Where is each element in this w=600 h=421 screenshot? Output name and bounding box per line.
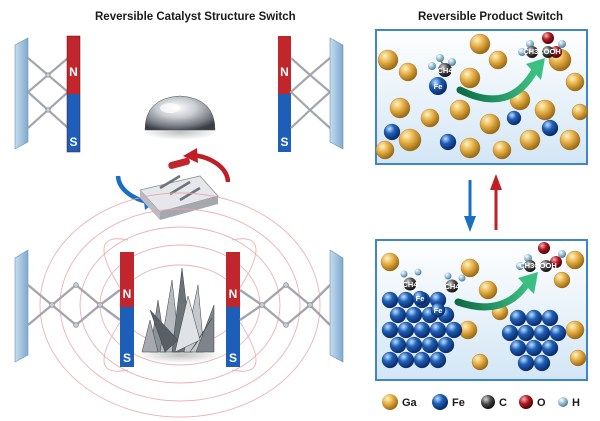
legend-item-c: C (481, 395, 507, 409)
south-pole-label: S (69, 135, 77, 149)
left-panel-title: Reversible Catalyst Structure Switch (95, 11, 296, 23)
ga-atoms-top (375, 33, 589, 160)
fe-cluster-bottom-left (381, 291, 463, 369)
legend-item-o: O (519, 395, 546, 409)
legend-item-fe: Fe (432, 394, 465, 410)
svg-text:Ga: Ga (402, 397, 418, 409)
magnet-assembly-bottom-left: N S (14, 249, 134, 367)
product-box-bottom: CH4 Fe CH4 Fe CH3COOH (375, 239, 588, 381)
reaction-arrow-top (456, 66, 539, 103)
svg-text:CH4: CH4 (444, 282, 460, 291)
switch-device (115, 148, 231, 220)
fe-label: Fe (434, 82, 443, 91)
svg-text:S: S (123, 351, 131, 365)
ch4-molecules-bottom: CH4 Fe CH4 Fe (400, 268, 466, 318)
ch4-molecule-top: CH4 Fe (428, 54, 456, 95)
svg-text:S: S (280, 135, 288, 149)
ch3cooh-label: CH3COOH (523, 47, 561, 56)
arrow-red-rotate (183, 148, 198, 163)
acetic-acid-molecule-top: CH3COOH (518, 32, 566, 58)
acetic-acid-molecule-bottom: CH3COOH (516, 242, 566, 272)
magnet-assembly-top-left: N S (14, 35, 81, 153)
product-box-top: CH4 Fe CH3COOH (375, 29, 589, 165)
svg-text:Fe: Fe (416, 294, 425, 303)
svg-text:O: O (537, 397, 546, 409)
atom-legend: Ga Fe C O H (382, 394, 580, 410)
right-panel-title: Reversible Product Switch (418, 11, 564, 23)
magnet-assembly-bottom-right: N S (226, 249, 344, 367)
svg-text:N: N (280, 65, 289, 79)
svg-text:C: C (499, 397, 507, 409)
magnet-assembly-top-right: N S (278, 36, 344, 152)
north-pole-label: N (69, 65, 78, 79)
reaction-arrow-bottom (454, 278, 532, 311)
ch4-label: CH4 (437, 66, 453, 75)
fe-atoms-top (383, 110, 559, 151)
svg-text:Fe: Fe (434, 306, 443, 315)
legend-item-h: H (558, 397, 580, 409)
legend-item-ga: Ga (382, 394, 418, 410)
svg-text:Fe: Fe (452, 397, 465, 409)
svg-text:CH4: CH4 (402, 280, 418, 289)
svg-text:S: S (229, 351, 237, 365)
svg-text:N: N (229, 287, 238, 301)
svg-text:H: H (572, 397, 580, 409)
svg-text:N: N (123, 287, 132, 301)
switch-arrows-vertical (464, 174, 502, 232)
crystal-cluster (138, 267, 222, 363)
liquid-metal-droplet (142, 95, 218, 140)
fe-cluster-bottom-right (501, 309, 567, 372)
ga-atoms-bottom (380, 250, 587, 371)
svg-text:CH3COOH: CH3COOH (519, 261, 557, 270)
